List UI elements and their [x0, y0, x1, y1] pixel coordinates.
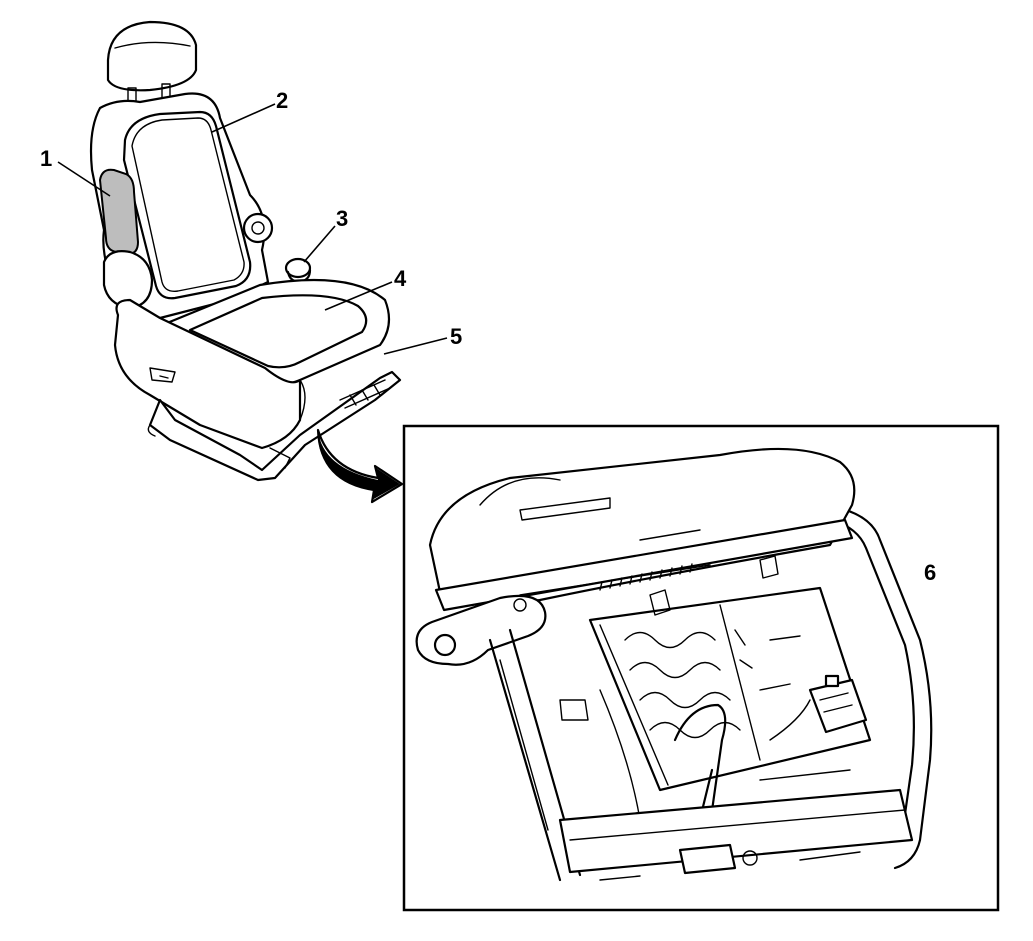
callout-5: 5 — [450, 324, 463, 349]
cushion-cover — [188, 294, 368, 369]
callout-6: 6 — [924, 560, 937, 585]
side-airbag — [98, 168, 140, 256]
callout-3: 3 — [336, 206, 349, 231]
headrest — [106, 20, 198, 107]
callout-4: 4 — [394, 266, 407, 291]
detail-inset — [402, 424, 1000, 912]
view-arrow — [316, 428, 404, 504]
callout-2: 2 — [276, 88, 289, 113]
callout-1: 1 — [40, 146, 53, 171]
seat-assembly — [89, 20, 402, 482]
recliner-knob — [284, 257, 312, 284]
sensor-module — [808, 674, 868, 734]
